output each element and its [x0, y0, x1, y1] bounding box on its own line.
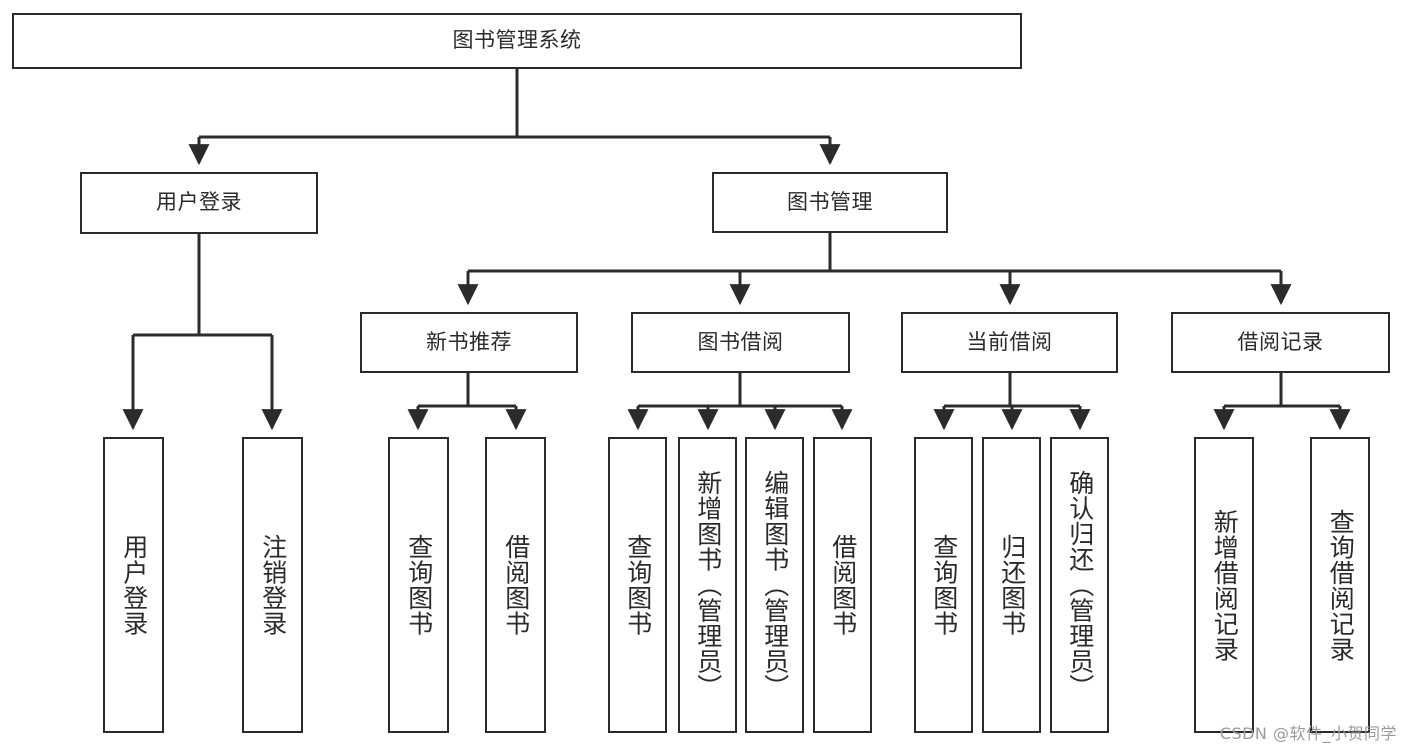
node-label: 查询图书 — [623, 534, 653, 636]
node-leaf-edit-book-admin[interactable]: 编辑图书（管理员） — [745, 437, 804, 733]
node-label: 借阅图书 — [501, 534, 531, 636]
node-label: 查询图书 — [929, 534, 959, 636]
node-level1-book-management[interactable]: 图书管理 — [712, 172, 948, 233]
node-label: 新增图书（管理员） — [693, 470, 723, 700]
node-leaf-query-book-new[interactable]: 查询图书 — [388, 437, 449, 733]
node-label: 查询借阅记录 — [1326, 508, 1356, 662]
node-label: 归还图书 — [997, 534, 1027, 636]
node-level2-new-book-recommend[interactable]: 新书推荐 — [360, 312, 578, 373]
node-leaf-return-book[interactable]: 归还图书 — [982, 437, 1041, 733]
node-label: 新书推荐 — [426, 329, 512, 354]
node-leaf-query-book-current[interactable]: 查询图书 — [914, 437, 973, 733]
node-label: 图书管理 — [787, 189, 873, 214]
node-label: 用户登录 — [156, 190, 242, 215]
node-label: 借阅记录 — [1237, 329, 1324, 354]
node-root-label: 图书管理系统 — [452, 28, 582, 53]
node-label: 注销登录 — [258, 534, 288, 636]
node-leaf-add-borrow-record[interactable]: 新增借阅记录 — [1194, 437, 1254, 733]
node-level2-borrow-record[interactable]: 借阅记录 — [1171, 312, 1390, 373]
node-level1-user-login[interactable]: 用户登录 — [80, 172, 318, 234]
node-leaf-add-book-admin[interactable]: 新增图书（管理员） — [678, 437, 737, 733]
node-leaf-logout[interactable]: 注销登录 — [242, 437, 303, 733]
node-level2-book-borrow[interactable]: 图书借阅 — [631, 312, 850, 373]
node-leaf-borrow-book[interactable]: 借阅图书 — [813, 437, 872, 733]
node-label: 当前借阅 — [966, 329, 1053, 354]
node-label: 新增借阅记录 — [1210, 508, 1240, 662]
node-level2-current-borrow[interactable]: 当前借阅 — [901, 312, 1118, 373]
node-root[interactable]: 图书管理系统 — [12, 13, 1022, 69]
node-label: 确认归还（管理员） — [1065, 470, 1095, 700]
node-label: 查询图书 — [404, 534, 434, 636]
node-label: 用户登录 — [119, 534, 149, 636]
node-leaf-user-login[interactable]: 用户登录 — [103, 437, 164, 733]
node-label: 借阅图书 — [828, 534, 858, 636]
watermark-text: CSDN @软件_小贺同学 — [1219, 724, 1397, 743]
node-leaf-query-borrow-record[interactable]: 查询借阅记录 — [1310, 437, 1370, 733]
node-label: 编辑图书（管理员） — [760, 470, 790, 700]
node-label: 图书借阅 — [697, 329, 784, 354]
node-leaf-confirm-return-admin[interactable]: 确认归还（管理员） — [1050, 437, 1109, 733]
node-leaf-borrow-book-new[interactable]: 借阅图书 — [485, 437, 546, 733]
node-leaf-query-book-borrow[interactable]: 查询图书 — [608, 437, 667, 733]
